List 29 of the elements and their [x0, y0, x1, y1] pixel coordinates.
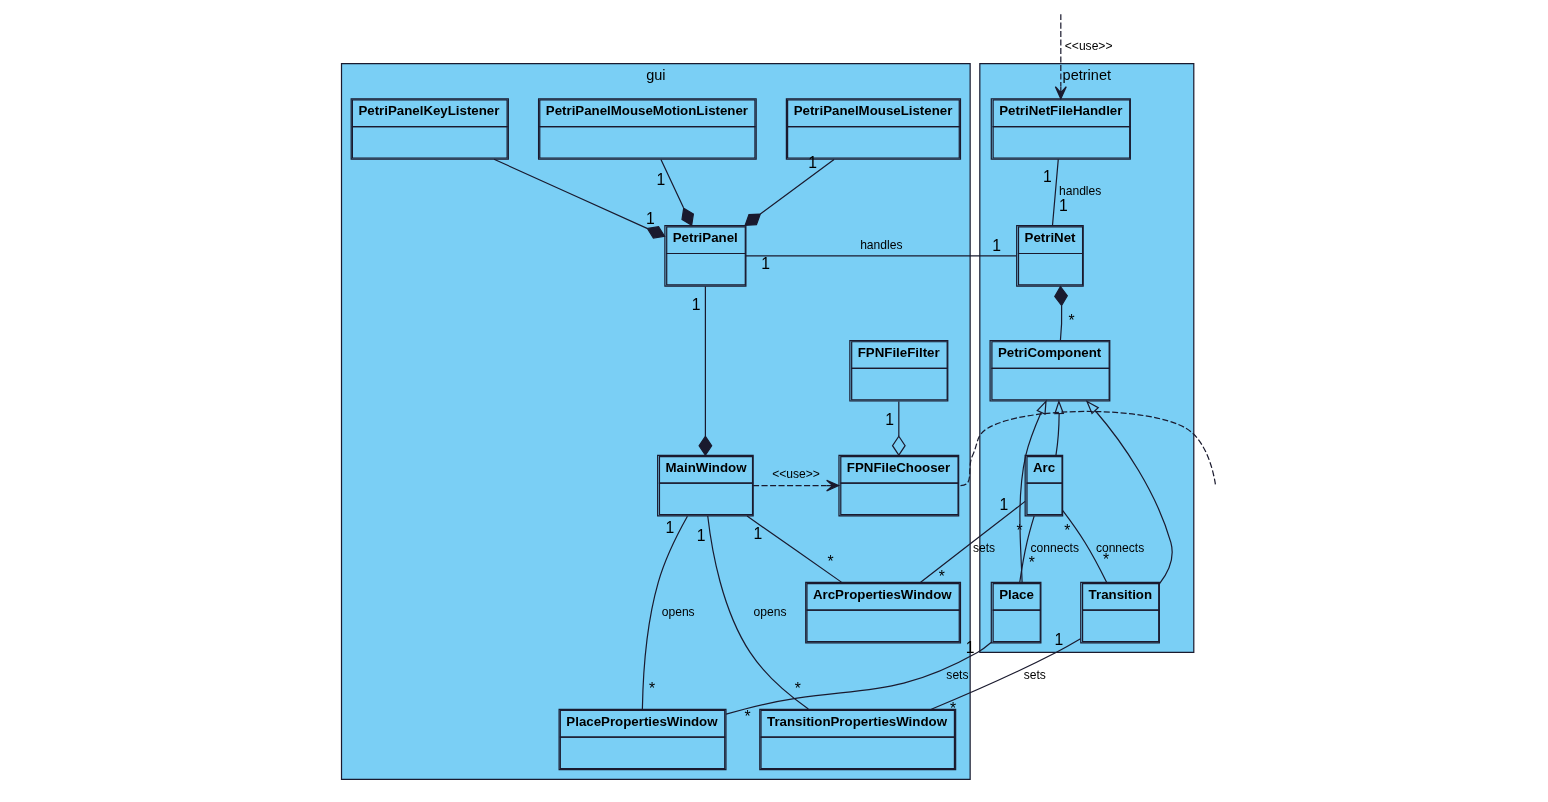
label: 1: [696, 526, 706, 544]
label: 1: [992, 236, 1001, 254]
edge-label: opens: [661, 604, 695, 619]
label: 1: [761, 255, 771, 273]
label: 1: [999, 496, 1009, 514]
edge-label: handles: [1059, 184, 1102, 199]
edge-label: opens: [753, 604, 787, 619]
edge-label: handles: [860, 237, 903, 252]
label: *: [744, 707, 751, 725]
edge-label: sets: [1023, 668, 1046, 683]
label: *: [827, 553, 834, 571]
label: *: [794, 680, 801, 698]
label: 1: [646, 209, 655, 227]
label: 1: [691, 296, 701, 314]
label: *: [649, 679, 656, 697]
label: 1: [1059, 196, 1068, 214]
label: *: [1028, 553, 1035, 571]
label: 1: [1043, 168, 1052, 186]
edge-label: <<use>>: [772, 467, 820, 482]
label: 1: [753, 524, 763, 542]
label: 1: [885, 411, 894, 429]
edge-label: <<use>>: [1064, 39, 1113, 54]
edge-label: connects: [1030, 541, 1079, 556]
label: 1: [665, 519, 675, 537]
edge-label: sets: [946, 668, 969, 683]
label: *: [1068, 311, 1075, 329]
label: 1: [1054, 630, 1064, 648]
label: 1: [656, 171, 666, 189]
label: *: [1064, 521, 1071, 539]
